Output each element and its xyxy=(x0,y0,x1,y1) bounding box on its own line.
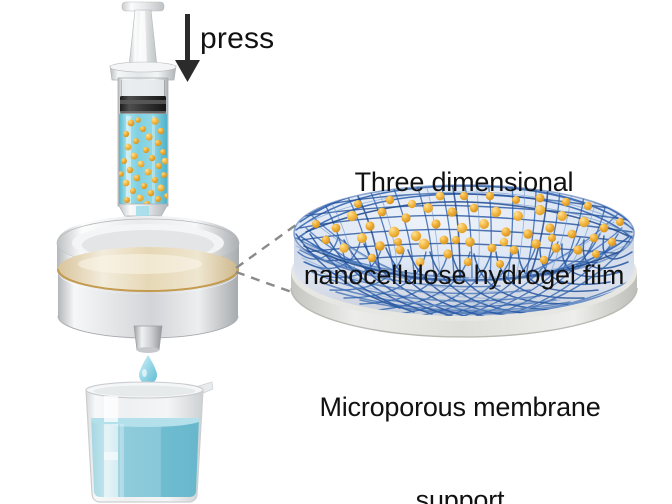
support-caption: Microporous membrane support xyxy=(256,330,664,504)
beaker-liquid-surface xyxy=(91,418,199,427)
callout-line-lower xyxy=(235,270,301,297)
filter-holder-membrane-edge xyxy=(57,268,239,292)
beaker-glass-highlight xyxy=(104,396,118,422)
syringe xyxy=(109,1,177,243)
droplet-highlight xyxy=(142,369,147,377)
support-caption-line-1: Microporous membrane xyxy=(319,392,601,423)
filter-holder xyxy=(56,216,240,353)
support-caption-line-2: support xyxy=(415,485,505,504)
syringe-liquid-group xyxy=(119,114,167,204)
filter-holder-outlet-tip xyxy=(137,347,159,353)
droplet xyxy=(139,355,157,384)
press-arrow-icon xyxy=(175,14,200,82)
syringe-plunger-rod-highlight xyxy=(138,11,147,65)
beaker-liquid-highlight xyxy=(104,424,118,498)
beaker xyxy=(85,381,214,503)
syringe-flange-top-ellipse xyxy=(109,61,177,73)
film-caption-line-1: Three dimensional xyxy=(354,167,574,198)
syringe-stopper-band xyxy=(120,100,166,104)
syringe-stopper-rim xyxy=(120,111,166,114)
beaker-rim-inner xyxy=(93,385,196,397)
beaker-liquid-highlight-2 xyxy=(120,424,124,498)
hydrogel-film-disc xyxy=(290,184,638,338)
syringe-liquid-highlight xyxy=(126,116,131,204)
membrane-support-base-edge xyxy=(290,287,638,338)
press-label: press xyxy=(200,22,275,55)
beaker-glass-highlight-2 xyxy=(104,452,118,460)
hydrogel-top-rim xyxy=(293,184,635,282)
syringe-air-chamber xyxy=(122,80,164,98)
hydrogel-nanoparticles xyxy=(312,191,624,268)
callout-leader-lines xyxy=(235,221,301,297)
film-caption-line-2: nanocellulose hydrogel film xyxy=(303,260,625,291)
filter-holder-membrane-sheen xyxy=(78,254,202,274)
callout-line-upper xyxy=(235,221,301,269)
filter-holder-lower-body xyxy=(58,272,238,338)
film-caption: Three dimensional nanocellulose hydrogel… xyxy=(256,105,672,353)
syringe-nanoparticles xyxy=(119,117,167,204)
